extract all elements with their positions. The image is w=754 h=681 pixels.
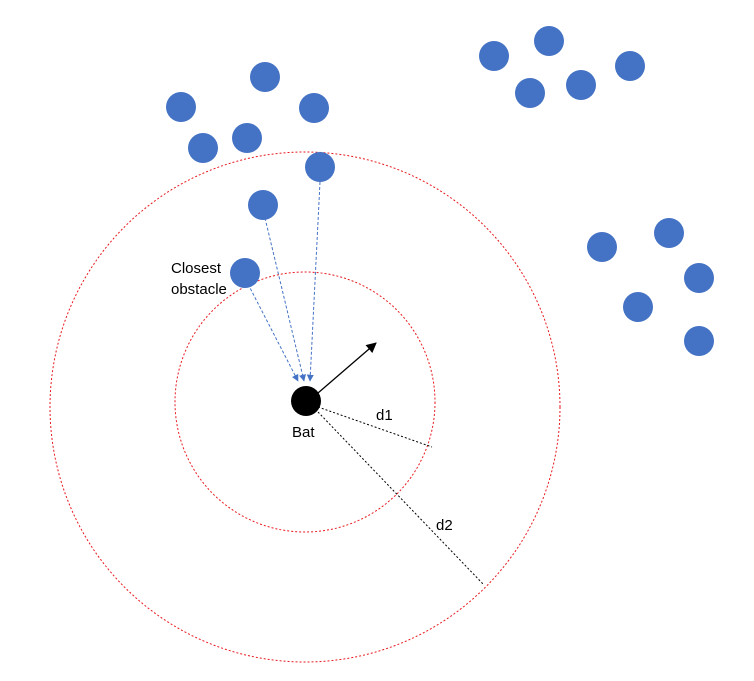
heading-arrow — [317, 342, 377, 394]
echo-line-closest — [247, 283, 299, 382]
outer-range-ring — [49, 151, 561, 663]
obstacle — [623, 292, 653, 322]
obstacle — [684, 326, 714, 356]
obstacle — [615, 51, 645, 81]
obstacle — [566, 70, 596, 100]
obstacle — [684, 263, 714, 293]
obstacle — [305, 152, 335, 182]
closest-obstacle-label-line2: obstacle — [171, 281, 227, 298]
obstacle — [654, 218, 684, 248]
bat-label: Bat — [292, 424, 315, 441]
d1-label: d1 — [376, 407, 393, 424]
obstacle — [515, 78, 545, 108]
closest-obstacle-label-line1: Closest — [171, 260, 222, 277]
closest-obstacle — [230, 258, 260, 288]
obstacle — [232, 123, 262, 153]
echo-line-middle — [264, 217, 306, 382]
d2-label: d2 — [436, 517, 453, 534]
obstacle — [188, 133, 218, 163]
d1-radius-line — [317, 406, 433, 448]
obstacle — [166, 92, 196, 122]
obstacle — [248, 190, 278, 220]
obstacle — [250, 62, 280, 92]
inner-range-ring — [174, 271, 436, 533]
obstacle — [299, 93, 329, 123]
echo-line-far — [306, 181, 321, 382]
obstacle — [587, 232, 617, 262]
obstacle — [534, 26, 564, 56]
obstacle — [479, 41, 509, 71]
d2-radius-line — [317, 411, 485, 586]
bat-icon — [291, 386, 321, 416]
